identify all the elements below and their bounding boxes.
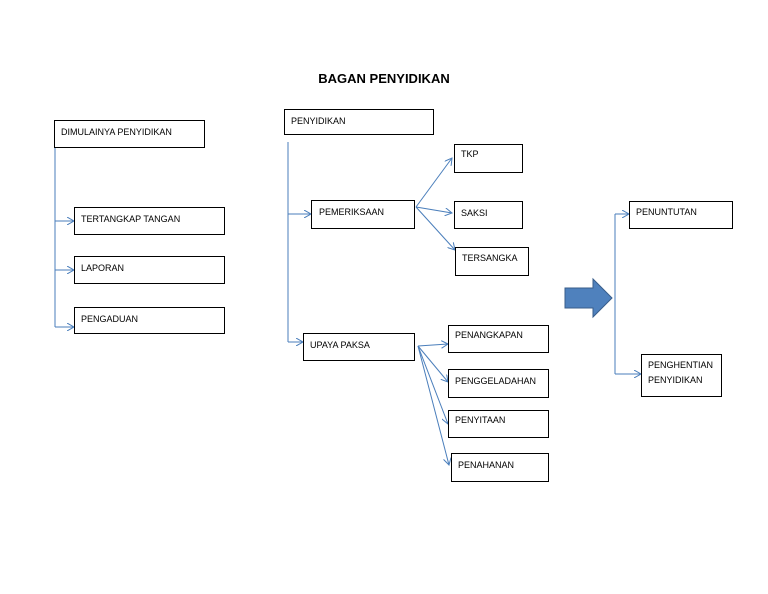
connector-penangkapan (417, 344, 448, 346)
node-tkp: TKP (454, 144, 523, 173)
right-block-arrow-icon (564, 277, 613, 319)
node-penuntutan: PENUNTUTAN (629, 201, 733, 229)
node-dimulainya-penyidikan: DIMULAINYA PENYIDIKAN (54, 120, 205, 148)
node-penangkapan: PENANGKAPAN (448, 325, 549, 353)
connector-penahanan (417, 345, 449, 465)
node-pemeriksaan: PEMERIKSAAN (311, 200, 415, 229)
connector-penyitaan (417, 345, 448, 424)
node-tertangkap-tangan: TERTANGKAP TANGAN (74, 207, 225, 235)
connector-saksi (415, 206, 452, 213)
node-saksi: SAKSI (454, 201, 523, 229)
node-upaya-paksa: UPAYA PAKSA (303, 333, 415, 361)
connector-tkp (415, 158, 452, 208)
node-pengaduan: PENGADUAN (74, 307, 225, 334)
connector-tersangka (415, 206, 455, 250)
node-tersangka: TERSANGKA (455, 247, 529, 276)
node-laporan: LAPORAN (74, 256, 225, 284)
node-penyitaan: PENYITAAN (448, 410, 549, 438)
node-penahanan: PENAHANAN (451, 453, 549, 482)
connector-penggeladahan (417, 345, 448, 382)
diagram-title: BAGAN PENYIDIKAN (318, 71, 450, 86)
node-penyidikan: PENYIDIKAN (284, 109, 434, 135)
node-penghentian-penyidikan: PENGHENTIAN PENYIDIKAN (641, 354, 722, 397)
node-penggeladahan: PENGGELADAHAN (448, 369, 549, 398)
